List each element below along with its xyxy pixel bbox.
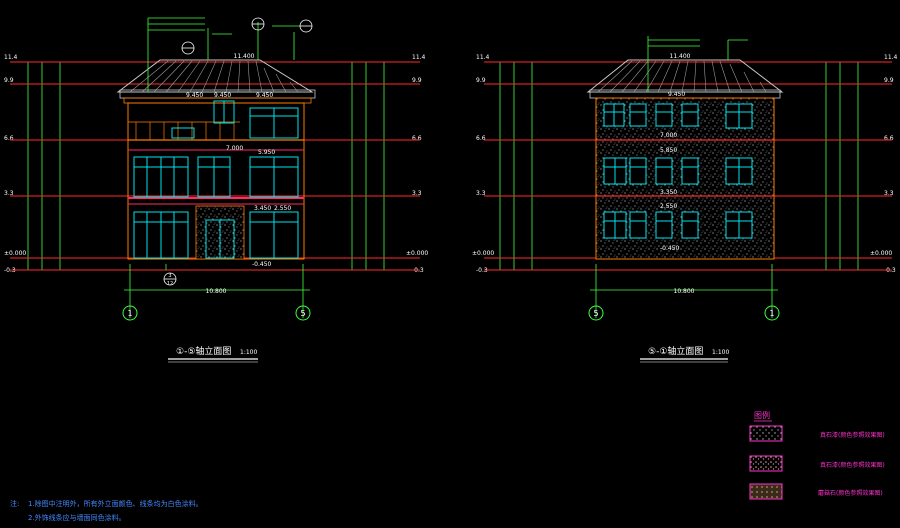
ridge-level: 11.400 (234, 53, 255, 60)
legend-item-label: 真石漆(颜色参照效果图) (820, 431, 885, 439)
inner-level: 9.450 (186, 92, 203, 99)
level-mark: 3.3 (4, 190, 14, 197)
axis-bubble-start: 5 (588, 305, 604, 321)
level-mark: 9.9 (412, 77, 422, 84)
axis-bubble-end: 1 (764, 305, 780, 321)
inner-level: 7.000 (660, 132, 677, 139)
level-mark: 3.3 (412, 190, 422, 197)
inner-levels-left: 11.400 9.450 9.450 9.450 7.000 5.950 3.4… (186, 53, 291, 268)
inner-level: 9.450 (214, 92, 231, 99)
level-mark: ±0.000 (4, 250, 26, 257)
level-mark: 11.4 (4, 54, 18, 61)
level-mark: -0.3 (4, 267, 16, 274)
axis-number: 5 (300, 309, 305, 318)
axis-bubble-start: 1 (122, 305, 138, 321)
level-mark: 6.6 (884, 135, 894, 142)
drawing-scale: 1:100 (240, 349, 257, 356)
drawing-title: ①-⑤轴立面图 (176, 345, 231, 357)
inner-level: 2.550 (274, 205, 291, 212)
windows-right (603, 103, 753, 239)
level-mark: 9.9 (4, 77, 14, 84)
level-mark: 6.6 (476, 135, 486, 142)
elevation-1-5: 11.4 9.9 6.6 3.3 ±0.000 -0.3 11.4 9.9 6.… (4, 17, 428, 363)
level-mark: ±0.000 (406, 250, 428, 257)
drawing-title: ⑤-①轴立面图 (648, 345, 703, 357)
axis-bubble-end: 5 (295, 305, 311, 321)
inner-level: -0.450 (252, 261, 272, 268)
level-mark: 11.4 (476, 54, 490, 61)
level-marks-left-2: 11.4 9.9 6.6 3.3 ±0.000 -0.3 (472, 54, 494, 274)
callout-number: 3 (168, 273, 171, 279)
level-marks-left: 11.4 9.9 6.6 3.3 ±0.000 -0.3 (4, 54, 26, 274)
callout-sheet: 12 (167, 281, 173, 287)
level-mark: 3.3 (884, 190, 894, 197)
level-mark: ±0.000 (472, 250, 494, 257)
legend-title: 图例 (754, 410, 770, 420)
legend-swatch (749, 425, 783, 442)
note-line: 2.外饰线条应与墙面同色涂料。 (28, 513, 126, 522)
level-mark: 6.6 (412, 135, 422, 142)
leader-lines-right (590, 36, 778, 318)
windows-left (133, 100, 299, 259)
overall-width-dimension: 10.800 (206, 288, 227, 295)
roof-right (586, 59, 784, 99)
inner-level: 3.350 (660, 189, 677, 196)
level-mark: ±0.000 (870, 250, 892, 257)
callout-markers-left (163, 17, 313, 286)
inner-level: 7.000 (226, 145, 243, 152)
inner-level: 3.450 (254, 205, 271, 212)
level-mark: 9.9 (476, 77, 486, 84)
ridge-level: 11.400 (670, 53, 691, 60)
inner-levels-right: 11.400 9.450 7.000 5.850 3.350 2.550 -0.… (660, 53, 691, 252)
inner-level: -0.450 (660, 245, 680, 252)
axis-number: 1 (127, 309, 132, 318)
level-mark: 3.3 (476, 190, 486, 197)
level-mark: 11.4 (884, 54, 898, 61)
legend-swatch (749, 483, 783, 500)
level-mark: -0.3 (476, 267, 488, 274)
inner-level: 5.950 (258, 149, 275, 156)
notes-prefix: 注: (10, 499, 19, 508)
drawing-scale: 1:100 (712, 349, 729, 356)
material-legend: 图例 真石漆(颜色参照效果图) 真石漆(颜色参照效果图) 蘑菇石(颜色参照效果图… (749, 410, 885, 500)
leader-lines-left (124, 17, 310, 318)
inner-level: 2.550 (660, 203, 677, 210)
general-notes: 注: 1.除图中注明外，所有外立面颜色、线条均为白色涂料。 2.外饰线条应与墙面… (10, 499, 203, 522)
legend-item-label: 真石漆(颜色参照效果图) (820, 461, 885, 469)
inner-level: 9.450 (668, 91, 685, 98)
note-line: 1.除图中注明外，所有外立面颜色、线条均为白色涂料。 (28, 499, 203, 508)
elevation-5-1: 11.4 9.9 6.6 3.3 ±0.000 -0.3 11.4 9.9 6.… (472, 36, 898, 363)
legend-item-label: 蘑菇石(颜色参照效果图) (818, 489, 883, 497)
overall-width-dimension: 10.800 (674, 288, 695, 295)
inner-level: 9.450 (256, 92, 273, 99)
level-mark: 6.6 (4, 135, 14, 142)
axis-number: 5 (593, 309, 598, 318)
legend-swatch (749, 455, 783, 472)
axis-number: 1 (769, 309, 774, 318)
level-mark: 11.4 (412, 54, 426, 61)
inner-level: 5.850 (660, 147, 677, 154)
level-mark: 9.9 (884, 77, 894, 84)
